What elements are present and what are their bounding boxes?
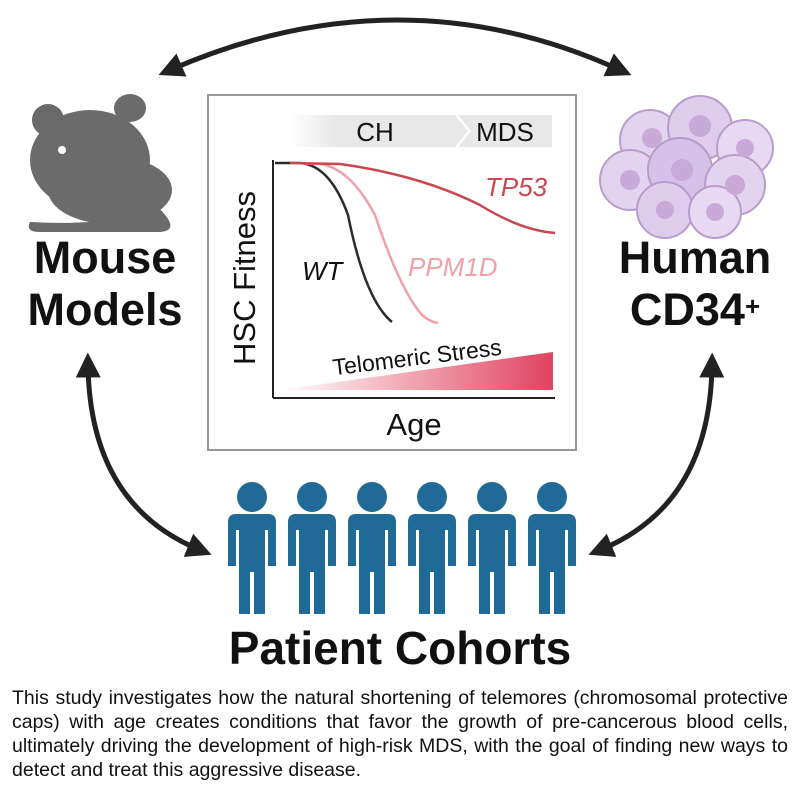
patient-figure bbox=[288, 482, 336, 614]
stage-mds: MDS bbox=[476, 117, 534, 147]
mouse-models-label: Mouse Models bbox=[10, 232, 200, 336]
patient-figure bbox=[528, 482, 576, 614]
caption-text: This study investigates how the natural … bbox=[12, 687, 788, 781]
mouse-line1: Mouse bbox=[33, 232, 177, 283]
curve-label-wt: WT bbox=[302, 256, 345, 286]
x-axis-label: Age bbox=[386, 407, 441, 442]
patient-figure bbox=[408, 482, 456, 614]
stage-bar-mds bbox=[458, 115, 552, 147]
human-cd34: CD34 bbox=[629, 284, 745, 335]
plot-axes bbox=[272, 160, 555, 399]
stage-bar bbox=[290, 115, 468, 147]
curve-wt bbox=[275, 161, 393, 323]
plot-frame bbox=[207, 94, 577, 451]
human-line2: CD34+ bbox=[600, 284, 790, 336]
mouse-line2: Models bbox=[27, 284, 183, 335]
curve-label-ppm1d: PPM1D bbox=[408, 252, 498, 282]
patient-figures bbox=[228, 482, 576, 614]
patient-cohorts-label: Patient Cohorts bbox=[228, 622, 572, 674]
human-superscript: + bbox=[744, 291, 761, 321]
cycle-arrows bbox=[75, 17, 725, 557]
human-line1: Human bbox=[618, 232, 772, 283]
mouse-eye bbox=[58, 146, 66, 154]
curve-ppm1d bbox=[289, 161, 439, 325]
human-cd34-label: Human CD34+ bbox=[600, 232, 790, 336]
curve-label-tp53: TP53 bbox=[485, 172, 548, 202]
y-axis-label: HSC Fitness bbox=[227, 191, 262, 365]
patient-figure bbox=[228, 482, 276, 614]
stage-ch: CH bbox=[356, 117, 394, 147]
mouse-icon bbox=[28, 94, 172, 232]
fitness-curves bbox=[275, 161, 556, 325]
patient-figure bbox=[468, 482, 516, 614]
left-arrow bbox=[75, 352, 212, 557]
cell-nuclei bbox=[620, 115, 754, 221]
telomeric-stress-wedge bbox=[280, 352, 553, 390]
curve-tp53 bbox=[289, 161, 556, 235]
patient-figure bbox=[348, 482, 396, 614]
right-arrow bbox=[588, 352, 725, 557]
top-arrow bbox=[158, 17, 632, 77]
